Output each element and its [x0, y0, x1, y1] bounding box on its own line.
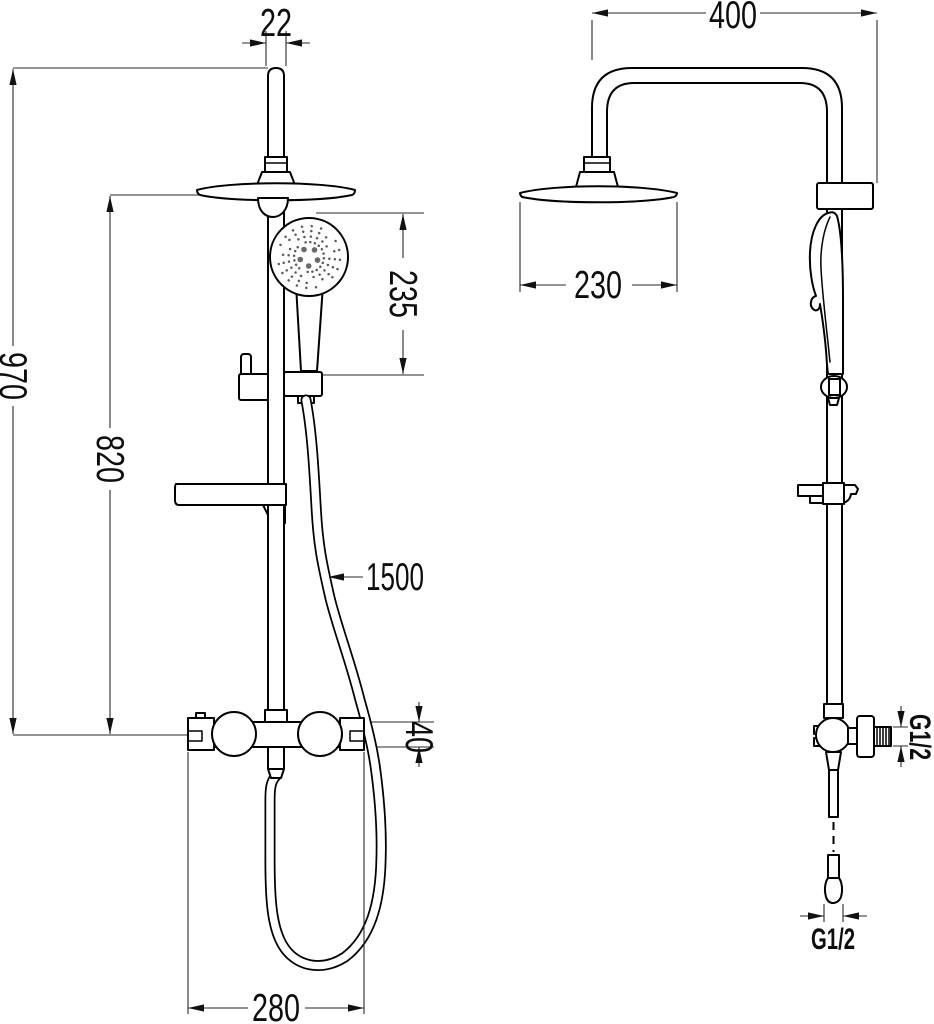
- shower-rail-and-arm: [591, 67, 843, 709]
- dim-label-head-diameter: 230: [574, 264, 622, 307]
- mixer-hose-outlet: [267, 746, 285, 770]
- dim-label-hose-thread: G1/2: [811, 923, 855, 956]
- head-connector: [256, 156, 296, 186]
- head-ball-joint: [257, 197, 289, 218]
- rain-shower-head: [196, 182, 356, 202]
- dim-overall-height: 970: [0, 67, 268, 736]
- dim-label-column-height: 820: [88, 435, 131, 483]
- thread-flange: [856, 715, 875, 758]
- wall-supply-valve: [813, 703, 892, 904]
- handshower-holder: [283, 371, 323, 397]
- valve-collar-side: [823, 703, 844, 719]
- hose-fitting-cone: [823, 877, 844, 904]
- thermostatic-mixer: [187, 709, 365, 779]
- wall-bracket: [816, 182, 874, 210]
- dim-label-overall-height: 970: [0, 352, 34, 400]
- slider-lock-lever: [240, 353, 252, 377]
- dim-hose-thread: G1/2: [800, 904, 867, 956]
- dim-hose-length: 1500: [328, 556, 424, 599]
- dim-label-arm-reach: 400: [709, 0, 757, 37]
- dim-arm-reach: 400: [591, 0, 878, 183]
- valve-body-side: [815, 717, 851, 753]
- head-connector-side: [575, 156, 619, 188]
- mixer-left-cap: [187, 717, 215, 751]
- rain-shower-head-side: [519, 185, 678, 204]
- rail-slider-side: [797, 482, 859, 505]
- dim-label-hose-length: 1500: [366, 556, 424, 599]
- hand-shower: [269, 217, 349, 297]
- mixer-right-cap: [339, 717, 365, 751]
- outlet-tube-side: [828, 769, 839, 818]
- valve-lower-taper: [825, 751, 842, 771]
- dim-label-mixer-width: 280: [252, 987, 300, 1024]
- dim-mixer-height: 40: [366, 702, 440, 767]
- hand-shower-spray-pattern: [277, 224, 342, 290]
- dim-label-handshower-length: 235: [381, 270, 424, 318]
- hand-shower-side: [808, 211, 848, 406]
- dim-handshower-length: 235: [300, 212, 424, 376]
- dim-mixer-width: 280: [187, 752, 365, 1024]
- mixer-left-knob: [211, 711, 257, 757]
- shower-hose: [264, 394, 387, 972]
- riser-pipe: [267, 67, 285, 713]
- hand-shower-handle: [295, 284, 324, 372]
- front-view: 970 820 22 235: [0, 2, 440, 1024]
- dim-pipe-diameter: 22: [242, 2, 310, 66]
- dim-label-pipe-diameter: 22: [260, 2, 292, 45]
- dim-label-mixer-height: 40: [397, 721, 440, 753]
- dim-head-diameter: 230: [519, 202, 678, 307]
- soap-shelf: [174, 483, 287, 506]
- mixer-right-knob: [297, 711, 343, 757]
- hose-fitting-top: [827, 854, 840, 879]
- side-view: 400 230: [519, 0, 934, 956]
- dim-wall-thread: G1/2: [893, 706, 934, 767]
- dim-label-wall-thread: G1/2: [903, 714, 934, 760]
- dim-column-height: 820: [88, 194, 253, 734]
